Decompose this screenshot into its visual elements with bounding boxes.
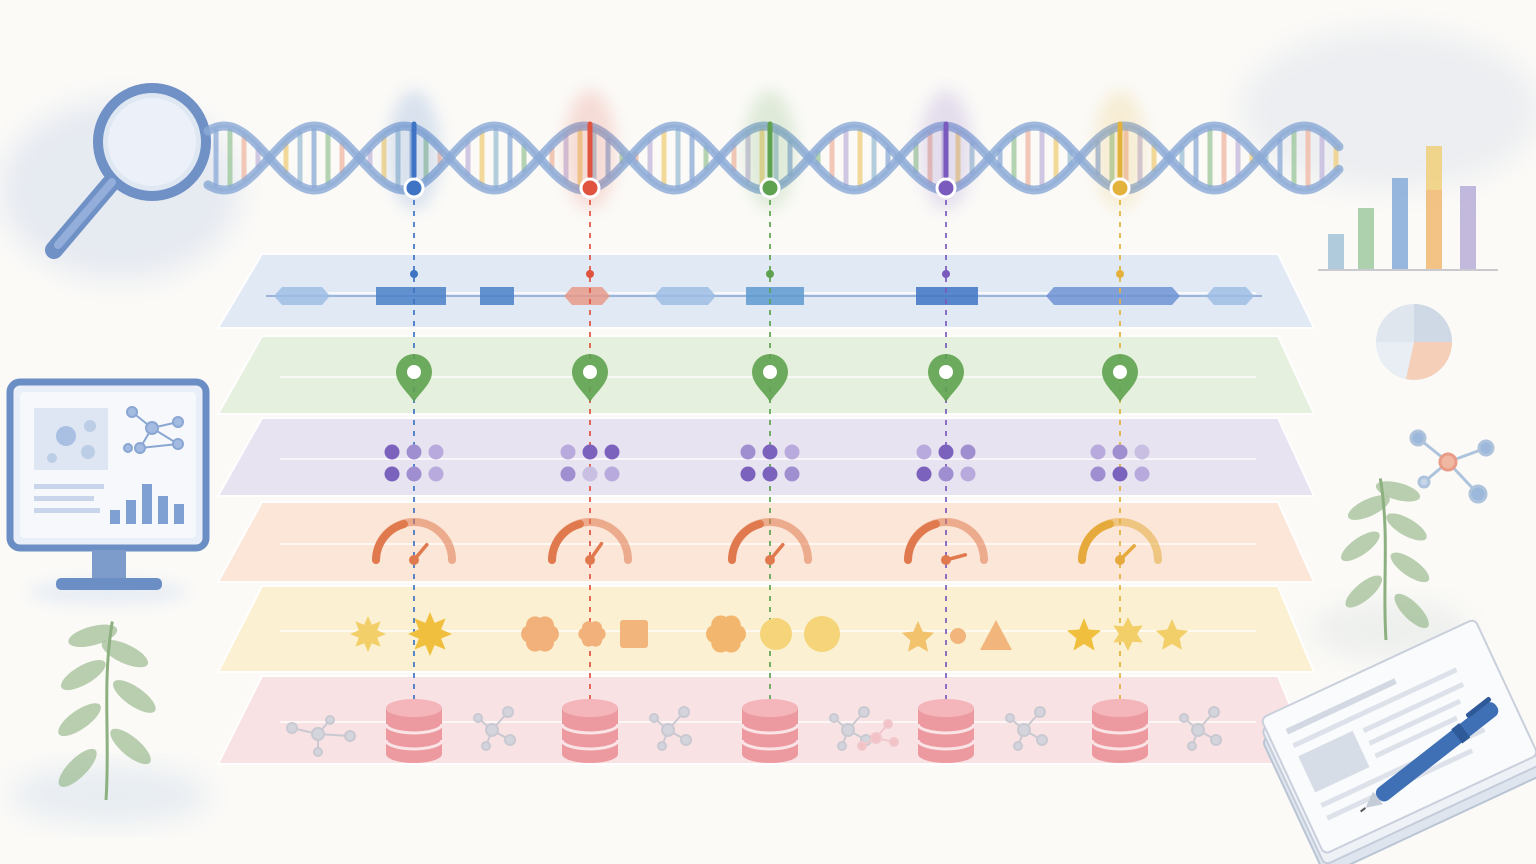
locus-4 [904,90,1048,763]
gene-block-icon [746,287,804,305]
network-icon [473,706,516,751]
gene-block-icon [480,287,514,305]
leaf-icon [1394,593,1429,629]
dot-grid-icon [384,444,444,482]
effect-measurement-layer [217,501,1315,583]
layer-stack [217,253,1315,765]
network-icon [286,715,356,757]
leaf-icon [1390,552,1430,583]
gauge-icon [728,518,812,565]
map-pin-icon [928,354,964,402]
flower-shape-icon [578,621,606,647]
star-shape-icon [1155,619,1189,650]
leaf-icon [1386,513,1427,541]
map-pin-icon [396,354,432,402]
dot-grid-icon [560,444,620,482]
dot-grid-icon [916,444,976,482]
database-icon [560,699,620,763]
triangle-shape-icon [980,620,1012,650]
paper-pen-icon [1261,619,1536,864]
leaf-icon [101,639,149,668]
leaf-icon [58,703,101,737]
gauge-icon [1078,518,1162,565]
leaf-icon [58,748,97,787]
leaf-icon [1375,481,1421,502]
circle-shape-icon [950,628,966,644]
map-pin-icon [1102,354,1138,402]
star-shape-icon [1066,618,1102,651]
map-pin-icon [572,354,608,402]
bar-chart-icon [1318,146,1498,271]
network-icon [1005,706,1048,751]
network-icon [857,719,899,751]
loci-connections [266,90,1262,763]
variant-marker-icon [935,177,957,199]
flower-shape-icon [706,615,746,653]
dot-grid-icon [1090,444,1150,482]
database-icon [384,699,444,763]
square-shape-icon [620,620,648,648]
flower-shape-icon [521,616,559,652]
plant-icon [1341,478,1430,641]
variant-marker-icon [403,177,425,199]
leaf-icon [68,624,118,647]
database-icon [1090,699,1150,763]
network-icon [649,706,692,751]
star-shape-icon [901,621,935,652]
leaf-icon [110,728,151,765]
variant-marker-icon [759,177,781,199]
locus-2 [548,90,692,763]
locus-1 [372,90,516,763]
gene-block-icon [654,287,716,305]
locus-5 [1078,90,1222,763]
gene-block-icon [564,287,610,305]
plant-icon [58,621,156,801]
star-shape-icon [1113,617,1143,651]
gauge-icon [372,518,456,565]
magnifying-glass-icon [45,83,211,259]
gene-block-icon [916,287,978,305]
variant-marker-icon [1109,177,1131,199]
star-shape-icon [350,616,386,652]
database-icon [740,699,800,763]
gauge-icon [904,518,988,565]
variant-marker-icon [579,177,601,199]
gene-block-icon [376,287,446,305]
dot-grid-icon [740,444,800,482]
gauge-icon [548,518,632,565]
gene-block-icon [1046,287,1180,305]
circle-shape-icon [760,618,792,650]
database-icon [916,699,976,763]
circle-shape-icon [804,616,840,652]
star-shape-icon [408,612,452,656]
leaf-icon [113,680,156,713]
map-pin-icon [752,354,788,402]
leaf-icon [60,660,106,691]
leaf-icon [1347,495,1390,520]
leaf-icon [1341,531,1380,562]
monitor-dashboard-icon [6,378,210,604]
pie-chart-icon [1376,304,1452,380]
locus-3 [728,90,872,763]
gene-block-icon [274,287,330,305]
molecule-network-icon [1409,429,1495,504]
network-icon [1179,706,1222,751]
gene-block-icon [1206,287,1254,305]
leaf-icon [1345,575,1383,608]
